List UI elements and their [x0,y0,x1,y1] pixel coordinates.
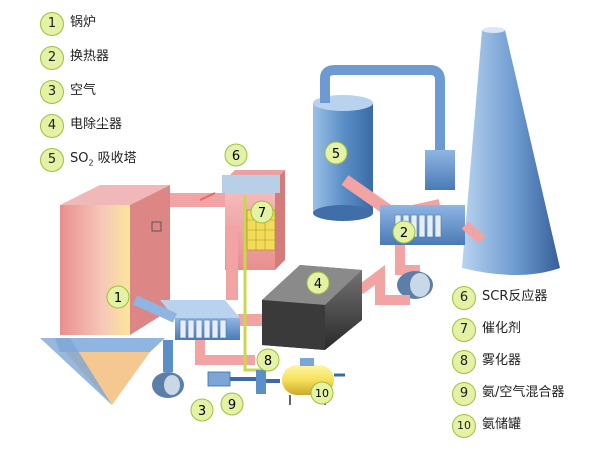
callout-scr-reactor: 6 [224,143,248,167]
legend-label: 锅炉 [70,15,97,30]
legend-label: 电除尘器 [70,117,123,132]
callout-boiler: 1 [106,285,130,309]
callout-ammonia-tank: 10 [310,381,334,405]
callout-scr-reactor-number: 6 [232,149,240,164]
legend-right: 6 SCR反应器 7 催化剂 8 雾化器 9 氨/空气混合器 10 氨储罐 [452,286,602,446]
callout-ammonia-tank-number: 10 [315,387,329,400]
induced-draft-fan [397,271,433,299]
air-preheater [132,295,255,372]
legend-label: SCR反应器 [482,289,548,304]
legend-badge: 7 [452,318,476,342]
callout-heat-exchanger-number: 2 [400,226,408,241]
legend-label: 雾化器 [482,353,522,368]
callout-catalyst: 7 [250,200,274,224]
legend-label: 换热器 [70,49,110,64]
legend-badge: 9 [452,382,476,406]
legend-label: 氨储罐 [482,417,522,432]
legend-badge: 8 [452,350,476,374]
legend-badge: 3 [40,80,64,104]
electrostatic-precipitator [262,265,362,350]
legend-badge: 2 [40,46,64,70]
ammonia-air-mixer [207,371,258,387]
callout-catalyst-number: 7 [258,206,266,221]
callout-mixer: 9 [220,392,244,416]
callout-air: 3 [190,398,214,422]
air-fan [152,372,184,398]
callout-atomizer: 8 [256,348,280,372]
legend-badge: 6 [452,286,476,310]
boiler [40,185,170,405]
legend-label: 氨/空气混合器 [482,385,565,400]
callout-precipitator: 4 [306,271,330,295]
callout-absorber: 5 [324,141,348,165]
callout-mixer-number: 9 [228,398,236,413]
legend-label-rest: 吸收塔 [97,151,137,166]
legend-label-so: SO [70,151,89,166]
atomizer [256,370,280,394]
legend-label: 空气 [70,83,97,98]
legend-badge: 4 [40,114,64,138]
callout-air-number: 3 [198,404,206,419]
legend-badge: 1 [40,12,64,36]
legend-label-subscript: 2 [88,158,94,168]
callout-precipitator-number: 4 [314,277,322,292]
legend-label: 催化剂 [482,321,522,336]
legend-badge: 10 [452,414,476,438]
callout-heat-exchanger: 2 [392,220,416,244]
callout-absorber-number: 5 [332,147,340,162]
legend-badge: 5 [40,148,64,172]
callout-atomizer-number: 8 [264,354,272,369]
callout-boiler-number: 1 [114,291,122,306]
chimney [462,27,560,275]
